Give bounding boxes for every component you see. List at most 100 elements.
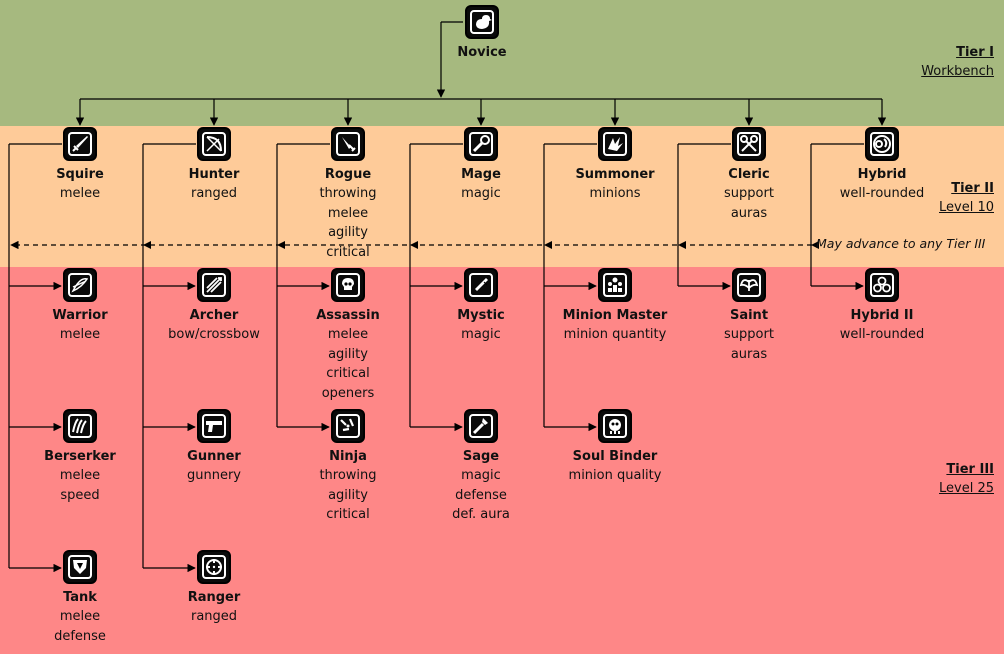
advance-arrowhead — [143, 241, 151, 249]
advance-arrowhead — [811, 241, 819, 249]
node-hunter: Hunter ranged — [144, 127, 284, 204]
tier-requirement: Workbench — [921, 64, 994, 79]
class-name: Ninja — [329, 449, 367, 464]
duck-icon — [465, 5, 499, 39]
swirl-icon — [865, 127, 899, 161]
crosshair-icon — [197, 550, 231, 584]
class-name: Hunter — [188, 167, 240, 182]
node-gunner: Gunner gunnery — [144, 409, 284, 486]
advance-note: May advance to any Tier III — [816, 236, 986, 251]
triple-swirl-icon — [865, 268, 899, 302]
advance-arrowhead — [277, 241, 285, 249]
shield-icon — [63, 550, 97, 584]
class-trait: melee — [327, 327, 369, 342]
class-trait: ranged — [190, 609, 238, 624]
class-name: Assassin — [316, 308, 380, 323]
class-trait: minion quantity — [563, 327, 667, 342]
soul-icon — [598, 409, 632, 443]
node-berserker: Berserker melee speed — [10, 409, 150, 505]
class-name: Squire — [56, 167, 104, 182]
class-trait: ranged — [190, 186, 238, 201]
class-name: Saint — [729, 308, 769, 323]
class-name: Mage — [461, 167, 501, 182]
bow-icon — [197, 127, 231, 161]
node-minion-master: Minion Master minion quantity — [545, 268, 685, 345]
class-trait: gunnery — [186, 468, 241, 483]
class-name: Mystic — [457, 308, 505, 323]
class-trait: auras — [730, 346, 768, 362]
class-trait: well-rounded — [839, 186, 925, 201]
class-name: Novice — [457, 45, 507, 60]
advance-arrowhead — [544, 241, 552, 249]
class-trait: throwing — [319, 468, 377, 483]
advance-arrowhead — [678, 241, 686, 249]
class-trait: auras — [730, 205, 768, 221]
class-trait: agility — [328, 487, 368, 503]
node-saint: Saint support auras — [679, 268, 819, 364]
tier-title: Tier II — [951, 181, 994, 196]
class-name: Soul Binder — [572, 449, 658, 464]
class-trait: defense — [455, 487, 507, 503]
class-trait: speed — [60, 487, 100, 503]
tier-3-band — [0, 267, 1004, 654]
class-trait: melee — [59, 186, 101, 201]
sword-icon — [63, 127, 97, 161]
scepter-icon — [464, 409, 498, 443]
class-trait: magic — [461, 186, 501, 201]
node-summoner: Summoner minions — [545, 127, 685, 204]
node-mystic: Mystic magic — [411, 268, 551, 345]
class-name: Berserker — [44, 449, 116, 464]
class-name: Cleric — [728, 167, 770, 182]
kunai-icon — [331, 409, 365, 443]
minions-icon — [598, 268, 632, 302]
blades-icon — [63, 268, 97, 302]
arrows-icon — [197, 268, 231, 302]
class-name: Hybrid II — [850, 308, 914, 323]
wand-icon — [464, 268, 498, 302]
class-trait: minions — [589, 186, 641, 201]
dagger-icon — [331, 127, 365, 161]
class-name: Warrior — [52, 308, 108, 323]
node-ninja: Ninja throwing agility critical — [278, 409, 418, 525]
class-name: Minion Master — [562, 308, 668, 323]
tier-1-label: Tier I Workbench — [921, 43, 994, 81]
class-trait: def. aura — [452, 507, 510, 522]
class-name: Rogue — [324, 167, 372, 182]
claw-icon — [63, 409, 97, 443]
staff-icon — [464, 127, 498, 161]
tier-3-label: Tier III Level 25 — [939, 460, 994, 498]
tier-title: Tier III — [946, 462, 994, 477]
class-trait: defense — [54, 628, 106, 644]
class-trait: minion quality — [568, 468, 662, 483]
class-trait: support — [724, 327, 774, 342]
node-mage: Mage magic — [411, 127, 551, 204]
gun-icon — [197, 409, 231, 443]
class-name: Sage — [462, 449, 500, 464]
class-trait: melee — [327, 205, 369, 221]
tier-title: Tier I — [956, 45, 994, 60]
class-name: Summoner — [575, 167, 655, 182]
class-trait: magic — [461, 327, 501, 342]
node-warrior: Warrior melee — [10, 268, 150, 345]
class-trait: throwing — [319, 186, 377, 201]
class-trait: critical — [326, 507, 370, 522]
class-name: Gunner — [187, 449, 241, 464]
tier-requirement: Level 25 — [939, 481, 994, 496]
class-trait: melee — [59, 468, 101, 483]
class-trait: critical — [326, 244, 370, 260]
node-archer: Archer bow/crossbow — [144, 268, 284, 345]
class-trait: melee — [59, 327, 101, 342]
summon-icon — [598, 127, 632, 161]
crossed-tools-icon — [732, 127, 766, 161]
node-novice: Novice — [412, 5, 552, 62]
tier-2-label: Tier II Level 10 — [939, 179, 994, 217]
class-name: Archer — [189, 308, 239, 323]
class-trait: bow/crossbow — [168, 327, 260, 342]
tier-1-band — [0, 0, 1004, 126]
class-trait: agility — [328, 225, 368, 240]
